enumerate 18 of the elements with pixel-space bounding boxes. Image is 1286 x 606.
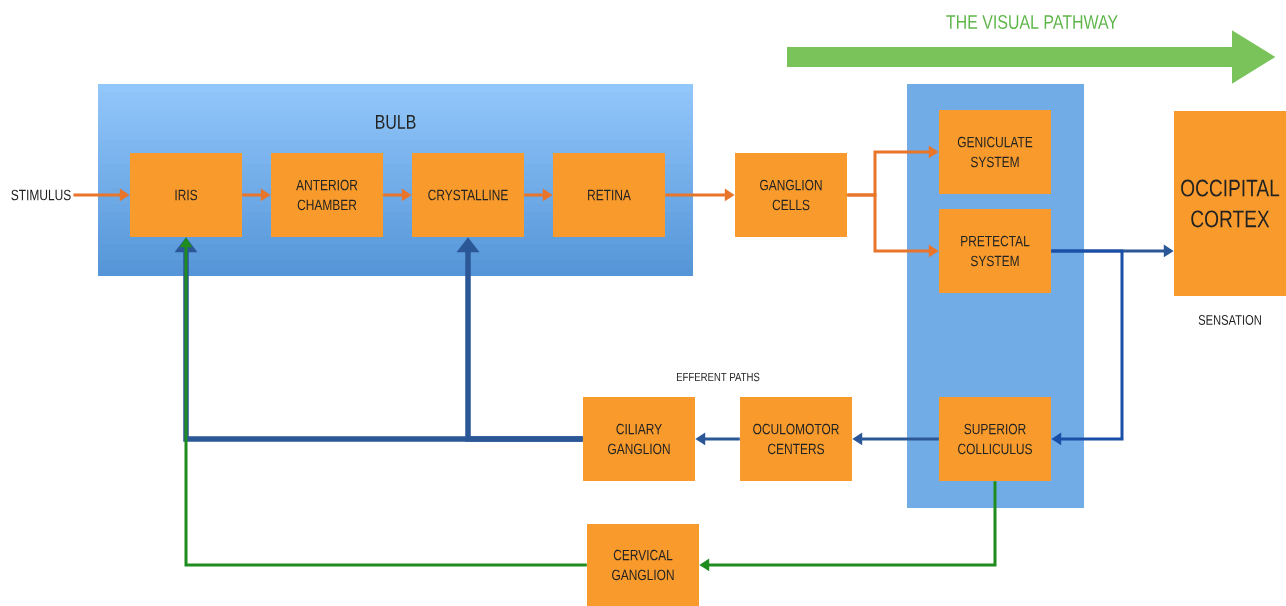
process-box: SUPERIOR COLLICULUS (939, 397, 1051, 481)
stimulus-label: STIMULUS (11, 189, 71, 201)
process-box: OCULOMOTOR CENTERS (740, 397, 852, 481)
process-box: ANTERIOR CHAMBER (271, 153, 383, 237)
process-box: RETINA (553, 153, 665, 237)
node-label: BULB (376, 115, 416, 129)
process-box: GANGLION CELLS (735, 153, 847, 237)
caption-text: SENSATION (1198, 315, 1261, 325)
process-box: GENICULATE SYSTEM (939, 110, 1051, 194)
process-box: IRIS (130, 153, 242, 237)
process-box: PRETECTAL SYSTEM (939, 209, 1051, 293)
process-box: CRYSTALLINE (412, 153, 524, 237)
process-box: OCCIPITAL CORTEX (1174, 111, 1286, 296)
note-text: EFFERENT PATHS (677, 372, 760, 382)
arrow (1051, 249, 1124, 446)
process-box: CILIARY GANGLION (583, 397, 695, 481)
heading-text: THE VISUAL PATHWAY (946, 14, 1118, 30)
process-box: CERVICAL GANGLION (587, 524, 699, 606)
